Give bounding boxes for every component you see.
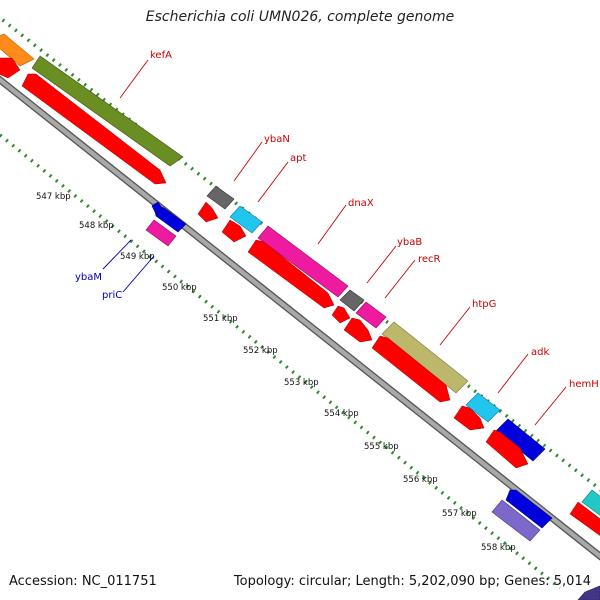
- gene-priC-box[interactable]: [145, 219, 177, 247]
- kbp-tick-label: 554 kbp: [324, 409, 359, 419]
- kbp-tick-label: 557 kbp: [442, 509, 477, 519]
- kbp-tick-label: 548 kbp: [79, 221, 114, 231]
- kbp-tick-label: 552 kbp: [243, 346, 278, 356]
- cds-arrow: [0, 57, 21, 79]
- gene-label-adk[interactable]: adk: [531, 347, 549, 358]
- gene-apt-box[interactable]: [229, 205, 263, 234]
- kbp-tick-label: 555 kbp: [364, 442, 399, 452]
- genome-summary-text: Topology: circular; Length: 5,202,090 bp…: [233, 574, 591, 589]
- kbp-tick-label: 549 kbp: [120, 252, 155, 262]
- map-title: Escherichia coli UMN026, complete genome: [145, 9, 455, 25]
- backbone: [0, 77, 600, 559]
- gene-blue-reverse[interactable]: [505, 489, 553, 529]
- cds-arrow: [485, 429, 529, 469]
- cds-arrow: [569, 501, 600, 536]
- gene-ybaN-box[interactable]: [206, 185, 235, 210]
- cds-arrow: [221, 219, 247, 243]
- cds-arrow: [343, 317, 373, 343]
- cds-arrow: [21, 73, 167, 185]
- label-leader-lines: [119, 59, 567, 426]
- inner-tick-ring: [0, 133, 562, 590]
- cds-arrow: [331, 305, 351, 324]
- gene-label-hemH[interactable]: hemH: [569, 379, 599, 390]
- gene-slate-reverse[interactable]: [491, 499, 541, 542]
- gene-hemH-box[interactable]: [495, 418, 546, 462]
- kbp-tick-label: 553 kbp: [284, 378, 319, 388]
- gene-label-recR[interactable]: recR: [418, 254, 441, 265]
- kbp-tick-label: 551 kbp: [203, 314, 238, 324]
- gene-ybaB-box[interactable]: [339, 289, 365, 312]
- gene-label-apt[interactable]: apt: [290, 153, 306, 164]
- cds-arrow: [247, 239, 335, 309]
- gene-label-dnaX[interactable]: dnaX: [348, 198, 374, 209]
- cds-arrow: [371, 335, 451, 403]
- gene-label-htpG[interactable]: htpG: [472, 299, 496, 310]
- gene-label-ybaB[interactable]: ybaB: [397, 237, 422, 248]
- gene-ybaM-arrow[interactable]: [151, 201, 187, 233]
- gene-label-kefA[interactable]: kefA: [150, 50, 172, 61]
- kbp-tick-label: 556 kbp: [403, 475, 438, 485]
- gene-label-ybaM[interactable]: ybaM: [75, 272, 102, 283]
- gene-label-priC[interactable]: priC: [102, 290, 122, 301]
- gene-teal-partial[interactable]: [581, 489, 600, 530]
- gene-dnaX-box[interactable]: [257, 225, 349, 298]
- gene-orange-partial[interactable]: [0, 33, 35, 67]
- label-leader-lines-inner: [102, 239, 155, 293]
- cds-arrow: [453, 405, 485, 431]
- gene-adk-box[interactable]: [465, 392, 501, 423]
- gene-kefA-box[interactable]: [31, 55, 184, 167]
- gene-slate-partial[interactable]: [577, 585, 600, 600]
- gene-htpG-box[interactable]: [381, 321, 469, 394]
- accession-text: Accession: NC_011751: [9, 574, 157, 589]
- kbp-tick-label: 547 kbp: [36, 192, 71, 202]
- cds-arrow: [197, 201, 219, 223]
- gene-label-ybaN[interactable]: ybaN: [264, 134, 290, 145]
- gene-recR-box[interactable]: [355, 301, 387, 329]
- kbp-tick-label: 558 kbp: [481, 543, 516, 553]
- kbp-tick-label: 550 kbp: [162, 283, 197, 293]
